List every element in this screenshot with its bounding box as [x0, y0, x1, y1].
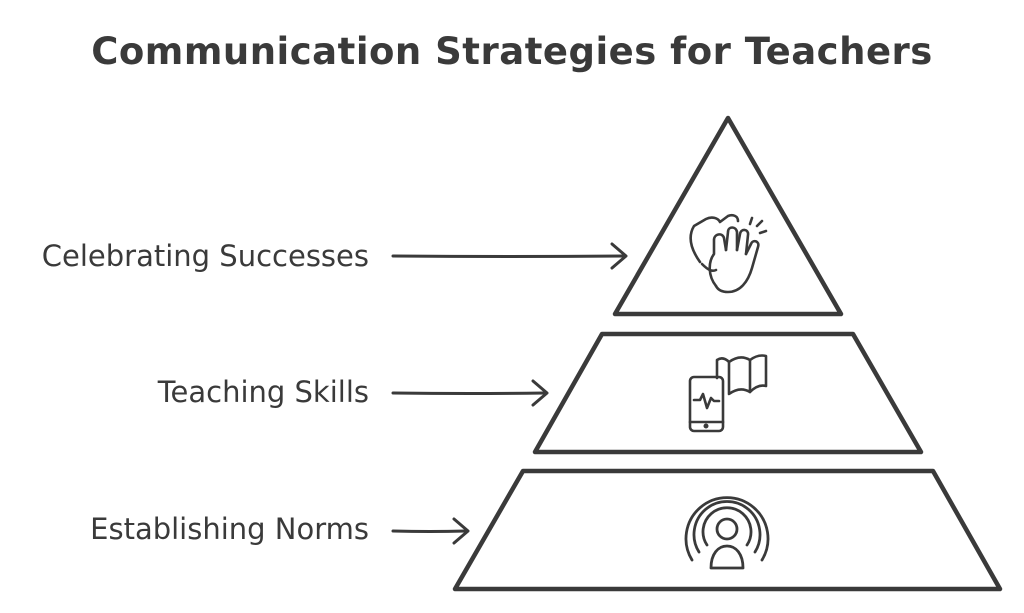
level-label-teaching-skills: Teaching Skills	[157, 375, 369, 409]
pyramid-tier-middle	[532, 331, 924, 455]
pyramid-tier-top	[612, 115, 844, 317]
level-label-establishing-norms: Establishing Norms	[90, 512, 369, 546]
arrow-celebrating-successes	[391, 242, 628, 270]
arrow-teaching-skills	[391, 379, 549, 407]
phone-and-book-icon	[688, 354, 768, 433]
clapping-hands-icon	[689, 213, 768, 294]
pyramid-tier-bottom	[452, 468, 1003, 592]
page-title: Communication Strategies for Teachers	[91, 30, 933, 73]
level-label-celebrating-successes: Celebrating Successes	[41, 239, 369, 273]
broadcast-person-icon	[684, 496, 770, 570]
arrow-establishing-norms	[391, 517, 470, 545]
